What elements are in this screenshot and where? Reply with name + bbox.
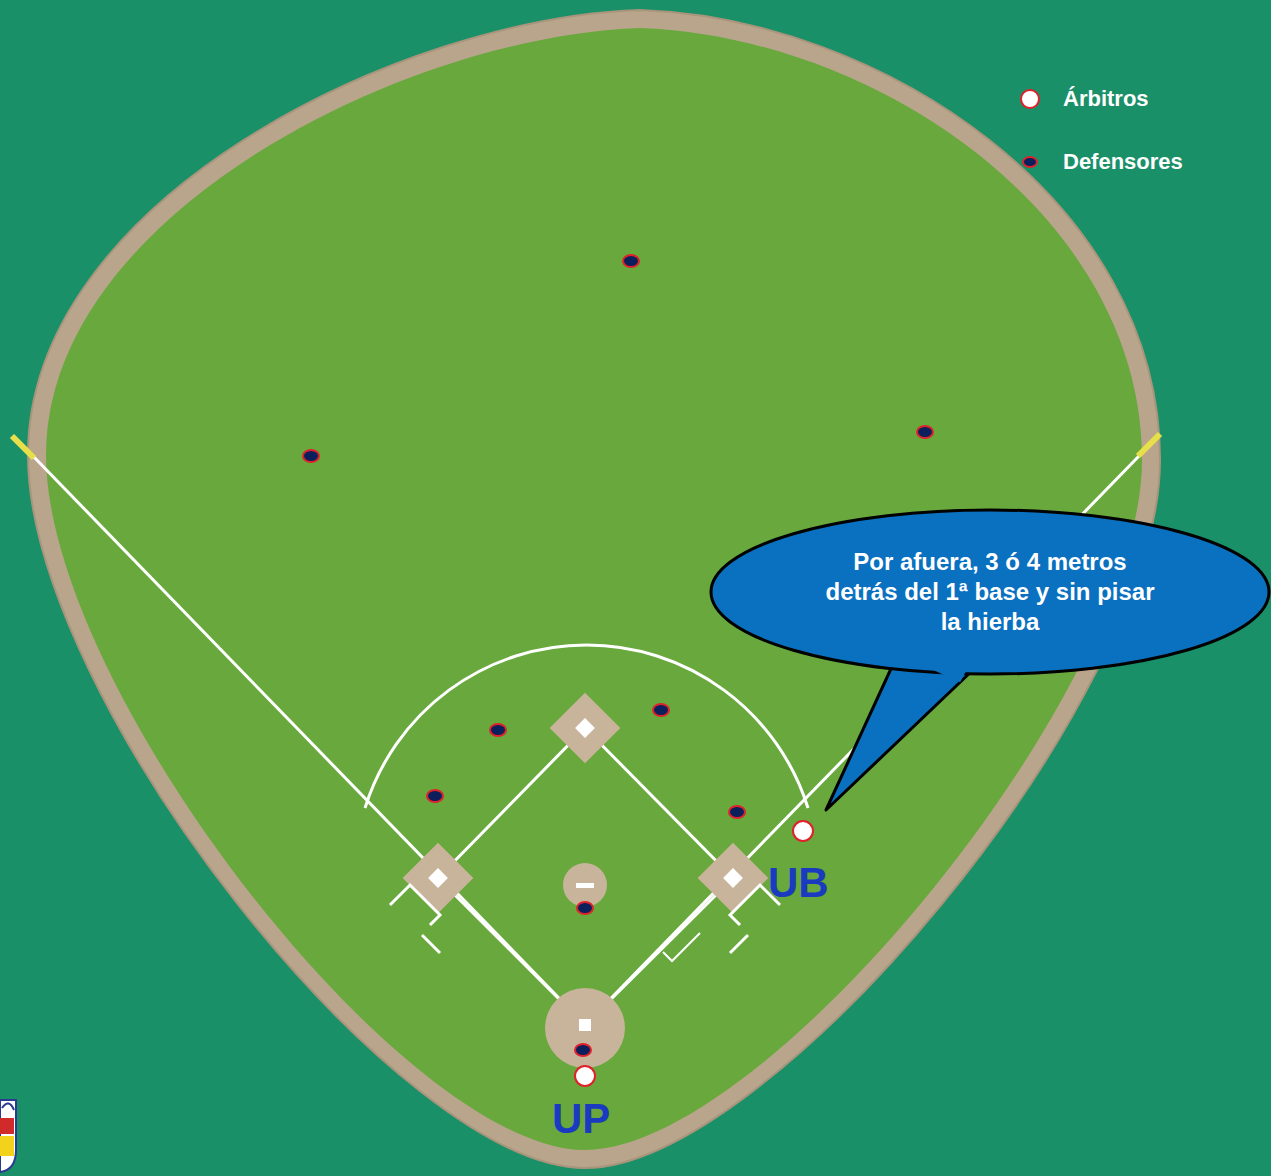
- field-outline: [28, 10, 1160, 1168]
- umpires: [575, 821, 813, 1086]
- legend-entry: Defensores: [1019, 149, 1183, 175]
- base-dirt: [403, 843, 474, 914]
- foul-line: [32, 455, 585, 1025]
- base: [428, 868, 448, 888]
- legend-swatch: [1019, 151, 1041, 173]
- callout-tail: [826, 660, 975, 810]
- umpire-label: UB: [768, 862, 829, 904]
- callout-bubble: Por afuera, 3 ó 4 metros detrás del 1ª b…: [709, 508, 1271, 676]
- runner-lane: [663, 933, 700, 961]
- base: [723, 868, 743, 888]
- base-dirt: [698, 843, 769, 914]
- pitcher-mound: [563, 863, 607, 907]
- callout-seam: [898, 654, 972, 682]
- legend-text: Árbitros: [1063, 86, 1149, 112]
- pitcher-rubber: [576, 883, 594, 888]
- logo: [0, 1100, 16, 1172]
- foul-pole: [1138, 434, 1160, 456]
- home-dirt: [545, 988, 625, 1068]
- foul-pole: [12, 436, 34, 458]
- legend-entry: Árbitros: [1019, 86, 1149, 112]
- infield-arc: [365, 645, 808, 808]
- coach-box: [390, 885, 440, 953]
- umpire-label: UP: [552, 1098, 610, 1140]
- legend-swatch: [1019, 88, 1041, 110]
- base: [575, 718, 595, 738]
- legend-text: Defensores: [1063, 149, 1183, 175]
- home-plate: [579, 1019, 591, 1031]
- callout-text: Por afuera, 3 ó 4 metros detrás del 1ª b…: [820, 547, 1160, 637]
- base-paths: [438, 728, 733, 1025]
- callout-ellipse: [711, 510, 1269, 674]
- base-dirt: [550, 693, 621, 764]
